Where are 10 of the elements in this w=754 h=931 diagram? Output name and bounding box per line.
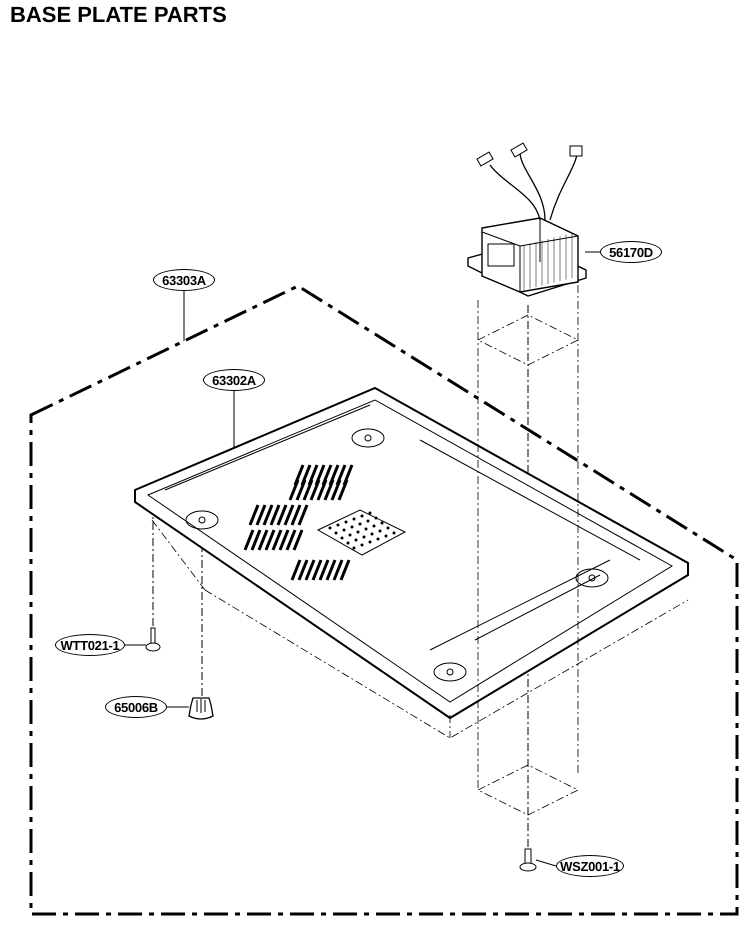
- leader-line: [124, 644, 146, 646]
- callout-label: WTT021-1: [55, 634, 125, 656]
- leader-line: [166, 706, 190, 708]
- page-title: BASE PLATE PARTS: [10, 2, 227, 28]
- leader-line: [536, 860, 556, 866]
- callout-label: 56170D: [600, 241, 662, 263]
- callout-label: 63302A: [203, 369, 265, 391]
- callout-label: 63303A: [153, 269, 215, 291]
- callout-label: 65006B: [105, 696, 167, 718]
- callout-label: WSZ001-1: [556, 855, 624, 877]
